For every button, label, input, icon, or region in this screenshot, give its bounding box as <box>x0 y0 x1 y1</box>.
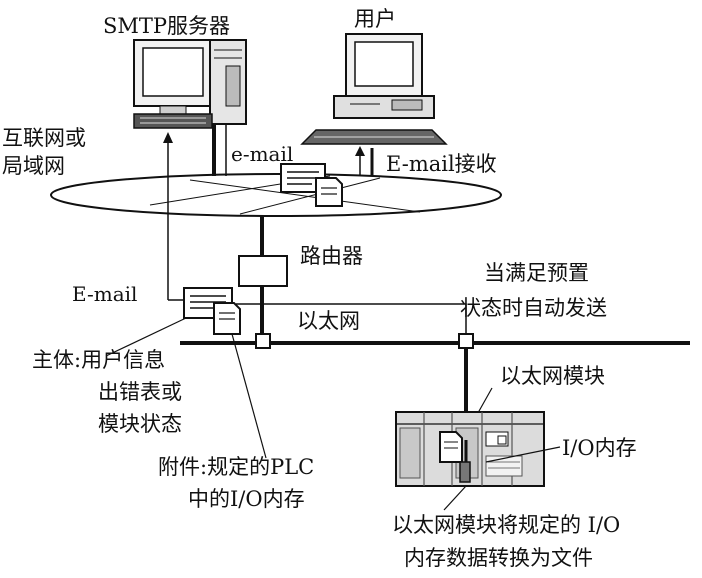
router-box <box>238 255 288 287</box>
user-label: 用户 <box>354 7 396 31</box>
attachment-leader <box>231 333 267 459</box>
email-receive-label: E-mail接收 <box>386 152 497 176</box>
body-leader <box>105 317 187 357</box>
auto-send-label-line2: 状态时自动发送 <box>460 296 607 320</box>
smtp-server-label: SMTP服务器 <box>103 14 230 38</box>
email-top-label: e-mail <box>231 142 293 166</box>
convert-label-line1: 以太网模块将规定的 I/O <box>392 513 620 537</box>
attachment-label-line2: 中的I/O内存 <box>188 487 305 511</box>
io-memory-chip <box>459 461 471 483</box>
smtp-server-computer <box>133 39 247 129</box>
auto-send-label-line1: 当满足预置 <box>484 261 589 285</box>
receive-arrow-head <box>355 146 365 156</box>
internet-ellipse <box>50 173 502 217</box>
email-left-label: E-mail <box>72 282 137 306</box>
send-arrow-head <box>163 132 173 143</box>
email-envelope-top <box>280 163 343 207</box>
body-label-line1: 主体:用户信息 <box>32 348 165 372</box>
module-tap <box>458 333 474 349</box>
auto-send-path <box>236 303 467 334</box>
ethernet-module-label: 以太网模块 <box>500 364 605 388</box>
convert-label-line2: 内存数据转换为文件 <box>404 546 593 570</box>
module-file-icon <box>439 431 463 463</box>
io-memory-label: I/O内存 <box>562 436 637 460</box>
email-envelope-left <box>183 287 241 335</box>
internet-label-line2: 局域网 <box>2 154 65 178</box>
router-tap <box>255 333 271 349</box>
ethernet-label: 以太网 <box>297 309 360 333</box>
user-computer <box>300 33 448 145</box>
body-label-line3: 模块状态 <box>98 412 182 436</box>
router-label: 路由器 <box>300 244 363 268</box>
internet-label-line1: 互联网或 <box>2 126 86 150</box>
body-label-line2: 出错表或 <box>98 380 182 404</box>
convert-leader <box>443 485 467 511</box>
attachment-label-line1: 附件:规定的PLC <box>158 455 314 479</box>
io-memory-leader <box>485 446 561 463</box>
